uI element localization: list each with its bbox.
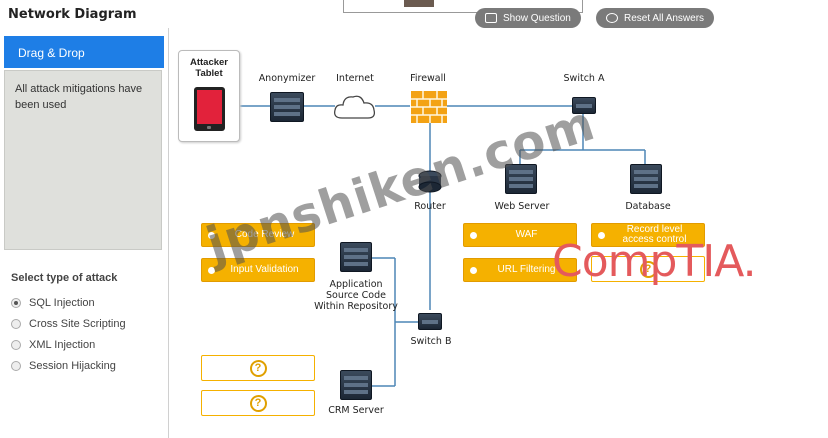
anonymizer-server-icon — [270, 92, 304, 122]
drag-drop-tab[interactable]: Drag & Drop — [4, 36, 164, 68]
reset-all-answers-button[interactable]: Reset All Answers — [596, 8, 715, 28]
mitigation-label: Code Review — [234, 229, 295, 240]
radio-sql-injection[interactable]: SQL Injection — [11, 297, 95, 309]
drop-slot-crm-1[interactable]: ? — [201, 355, 315, 381]
cloud-icon — [334, 95, 376, 119]
firewall-icon — [411, 91, 447, 123]
radio-label: Cross Site Scripting — [29, 318, 126, 330]
reset-all-answers-label: Reset All Answers — [624, 12, 705, 24]
drop-slot-crm-2[interactable]: ? — [201, 390, 315, 416]
web-server-icon — [505, 164, 537, 194]
app-repo-server-icon — [340, 242, 372, 272]
question-icon — [485, 13, 497, 23]
radio-dot — [11, 319, 21, 329]
switch-a-label: Switch A — [563, 73, 605, 84]
radio-dot — [11, 298, 21, 308]
question-mark-icon: ? — [639, 260, 657, 278]
comptia-logo: CompTIA. — [552, 236, 757, 287]
radio-label: XML Injection — [29, 339, 96, 351]
page-title: Network Diagram — [8, 7, 137, 22]
crm-server-icon — [340, 370, 372, 400]
internet-label: Internet — [336, 73, 374, 84]
attack-type-heading: Select type of attack — [11, 272, 118, 284]
mitigation-waf[interactable]: WAF — [463, 223, 577, 247]
question-thumbnail — [404, 0, 434, 7]
question-mark-icon: ? — [249, 394, 267, 412]
reset-icon — [606, 13, 618, 23]
mitigation-record-level-access-control[interactable]: Record level access control — [591, 223, 705, 247]
radio-session-hijacking[interactable]: Session Hijacking — [11, 360, 116, 372]
firewall-label: Firewall — [410, 73, 446, 84]
question-mark-icon: ? — [249, 359, 267, 377]
crm-server-label: CRM Server — [328, 405, 384, 416]
attacker-tablet-card: Attacker Tablet — [178, 50, 240, 142]
radio-dot — [11, 340, 21, 350]
web-server-label: Web Server — [494, 201, 550, 212]
tray-status-message: All attack mitigations have been used — [15, 83, 143, 111]
mitigation-label: URL Filtering — [497, 264, 556, 275]
database-label: Database — [625, 201, 671, 212]
switch-a-icon — [572, 97, 596, 114]
mitigation-url-filtering[interactable]: URL Filtering — [463, 258, 577, 282]
chip-handle-icon — [598, 231, 605, 239]
anonymizer-label: Anonymizer — [258, 73, 316, 84]
radio-dot — [11, 361, 21, 371]
radio-label: Session Hijacking — [29, 360, 116, 372]
router-label: Router — [414, 201, 446, 212]
mitigation-tray: All attack mitigations have been used — [4, 70, 162, 250]
show-question-button[interactable]: Show Question — [475, 8, 581, 28]
tablet-icon — [194, 87, 225, 131]
app-repo-label: Application Source Code Within Repositor… — [314, 279, 398, 312]
radio-label: SQL Injection — [29, 297, 95, 309]
drop-slot-database[interactable]: ? — [591, 256, 705, 282]
chip-handle-icon — [470, 266, 477, 274]
mitigation-input-validation[interactable]: Input Validation — [201, 258, 315, 282]
router-icon — [418, 170, 442, 193]
switch-b-label: Switch B — [410, 336, 452, 347]
radio-xml-injection[interactable]: XML Injection — [11, 339, 95, 351]
sidebar-divider — [168, 28, 169, 438]
radio-cross-site-scripting[interactable]: Cross Site Scripting — [11, 318, 126, 330]
switch-b-icon — [418, 313, 442, 330]
attacker-tablet-label: Attacker Tablet — [189, 57, 229, 79]
database-server-icon — [630, 164, 662, 194]
mitigation-label: Input Validation — [230, 264, 299, 275]
chip-handle-icon — [470, 231, 477, 239]
chip-handle-icon — [208, 231, 215, 239]
show-question-label: Show Question — [503, 12, 571, 24]
mitigation-label: Record level access control — [622, 224, 687, 245]
mitigation-label: WAF — [515, 229, 538, 240]
mitigation-code-review[interactable]: Code Review — [201, 223, 315, 247]
chip-handle-icon — [208, 266, 215, 274]
